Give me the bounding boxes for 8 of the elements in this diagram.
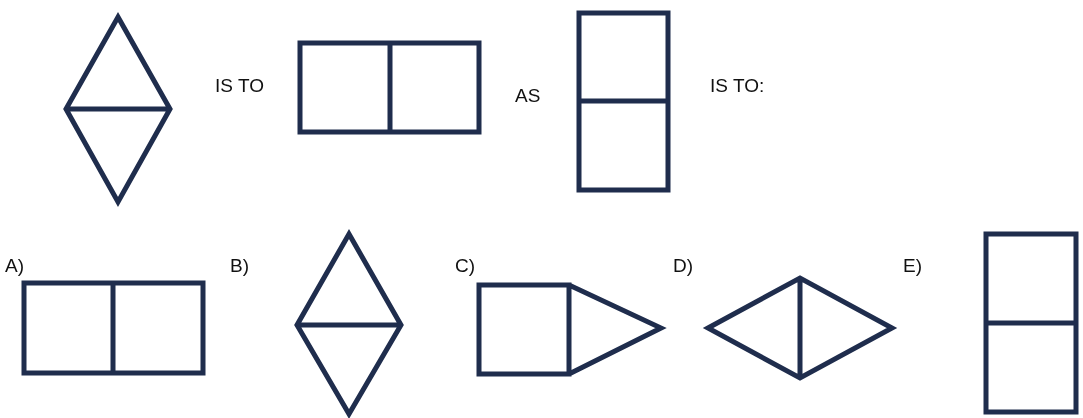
label-text: B) — [230, 256, 249, 275]
label-text: AS — [515, 86, 541, 105]
label-text: C) — [455, 256, 476, 275]
label-text: IS TO — [215, 76, 264, 95]
label-text: E) — [903, 256, 922, 275]
label-text: D) — [673, 256, 694, 275]
label-text: A) — [5, 256, 24, 275]
label-text: IS TO: — [710, 76, 765, 95]
